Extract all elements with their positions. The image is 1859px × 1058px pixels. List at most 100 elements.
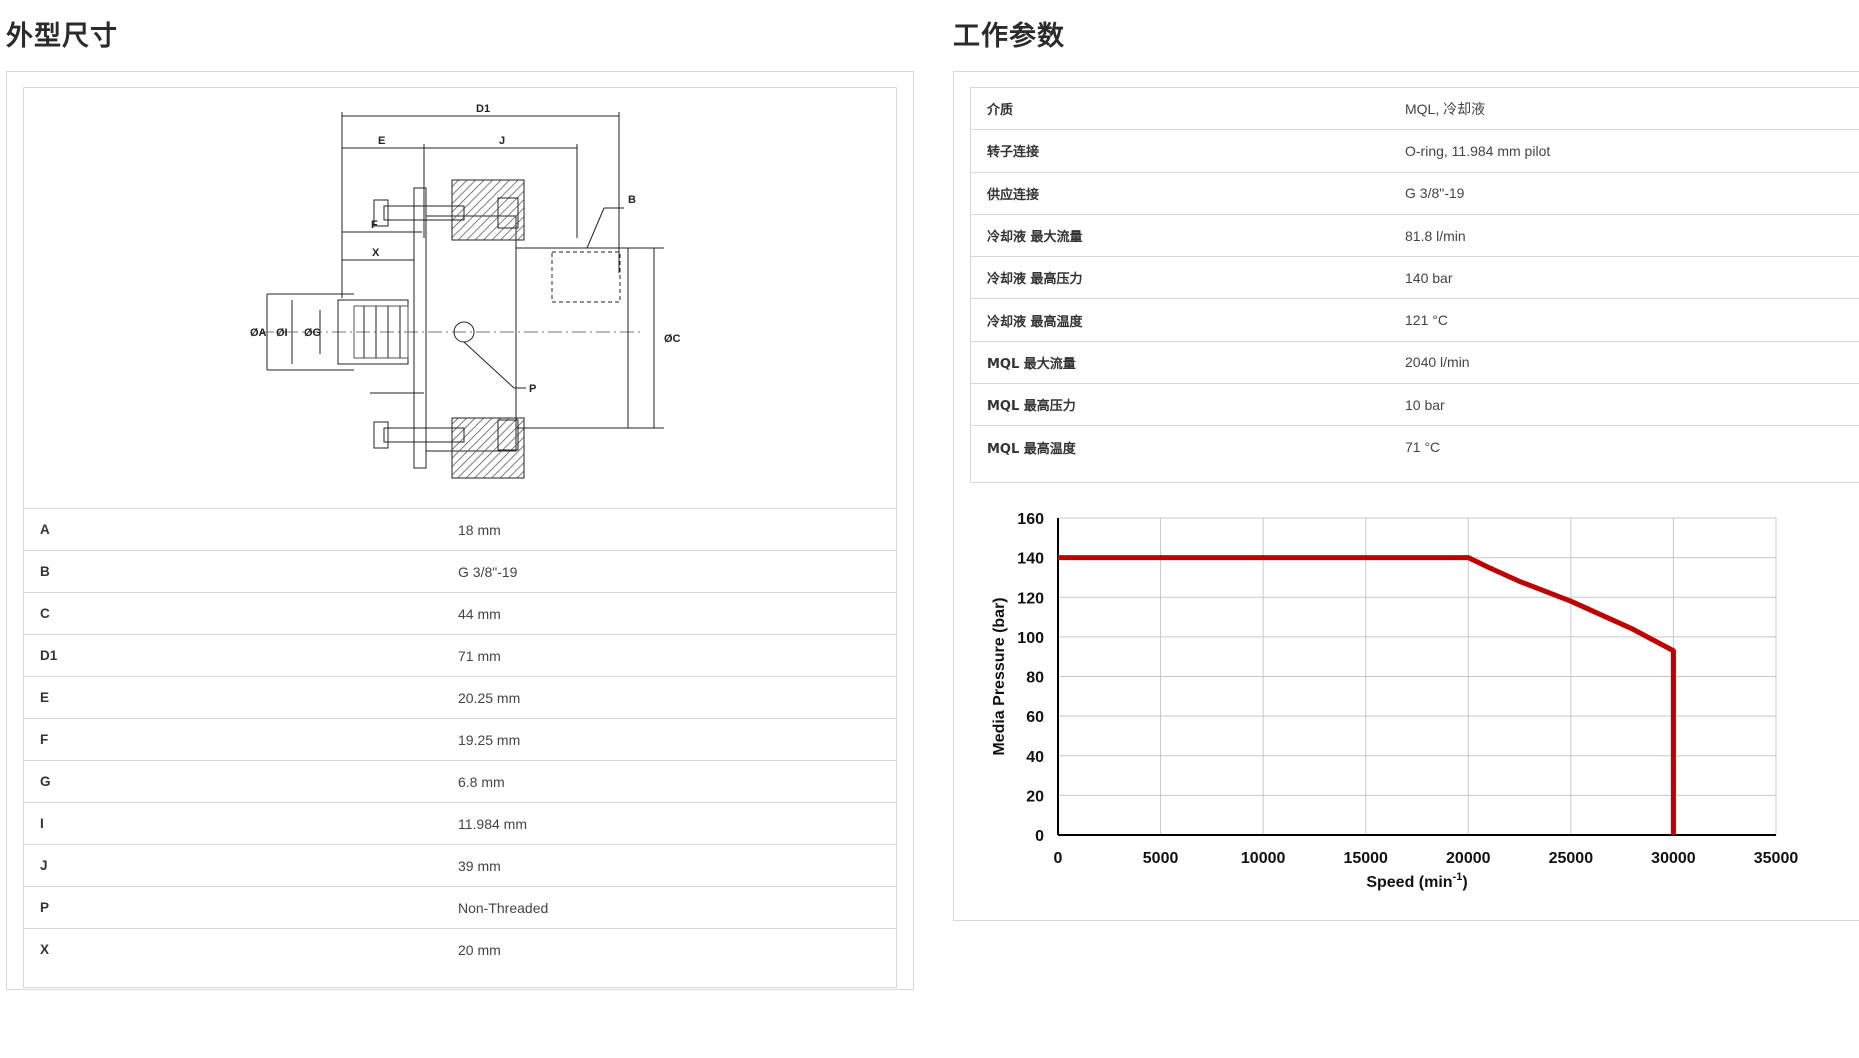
label-e: E	[378, 135, 385, 147]
x-tick-label: 35000	[1754, 850, 1799, 867]
y-tick-label: 80	[1026, 670, 1044, 687]
dimension-row-key: I	[24, 802, 458, 845]
x-tick-label: 15000	[1343, 850, 1388, 867]
label-og: ØG	[304, 327, 321, 339]
param-row-key: 冷却液 最高压力	[971, 256, 1405, 299]
y-tick-label: 40	[1026, 749, 1044, 766]
label-x: X	[372, 247, 380, 259]
y-tick-label: 160	[1017, 511, 1044, 528]
param-row-key: 供应连接	[971, 171, 1405, 215]
y-tick-label: 20	[1026, 788, 1044, 805]
x-tick-label: 30000	[1651, 850, 1696, 867]
technical-drawing: D1 E J B F X ØA ØI ØG ØC P	[24, 88, 896, 508]
dimension-row-value: 44 mm	[458, 592, 896, 635]
dimension-row-key: X	[24, 928, 458, 971]
dimension-row-value: 20.25 mm	[458, 676, 896, 719]
label-f: F	[371, 219, 378, 231]
y-tick-label: 140	[1017, 551, 1044, 568]
y-tick-label: 120	[1017, 590, 1044, 607]
dimension-row-key: J	[24, 844, 458, 887]
dimension-row-value: 6.8 mm	[458, 760, 896, 803]
x-axis-label: Speed (min-1)	[1366, 871, 1467, 891]
y-tick-label: 100	[1017, 630, 1044, 647]
param-row-value: 2040 l/min	[1405, 340, 1859, 384]
label-oa: ØA	[250, 327, 267, 339]
label-oc: ØC	[664, 333, 681, 345]
param-row-value: G 3/8"-19	[1405, 171, 1859, 215]
label-d1: D1	[476, 103, 490, 115]
param-row-key: MQL 最高温度	[971, 425, 1405, 469]
label-p: P	[529, 383, 536, 395]
param-row-value: 81.8 l/min	[1405, 213, 1859, 257]
dimension-row-value: 19.25 mm	[458, 718, 896, 761]
x-tick-label: 20000	[1446, 850, 1491, 867]
dimension-row-key: D1	[24, 634, 458, 677]
dimension-row-key: B	[24, 550, 458, 593]
dimension-row-key: A	[24, 508, 458, 551]
label-j: J	[499, 135, 505, 147]
param-row-key: 冷却液 最高温度	[971, 298, 1405, 342]
dimension-row-value: 71 mm	[458, 634, 896, 677]
dimension-row-value: 18 mm	[458, 508, 896, 551]
dimension-row-value: 39 mm	[458, 844, 896, 887]
param-row-value: 71 °C	[1405, 425, 1859, 469]
y-axis-label: Media Pressure (bar)	[991, 597, 1008, 755]
x-tick-label: 25000	[1549, 850, 1594, 867]
label-oi: ØI	[276, 327, 288, 339]
y-tick-label: 60	[1026, 709, 1044, 726]
series-line	[1058, 555, 1676, 835]
dimension-row-value: 11.984 mm	[458, 802, 896, 845]
dimension-row-value: G 3/8"-19	[458, 550, 896, 593]
dimension-row-value: 20 mm	[458, 928, 896, 971]
drawing-svg: D1 E J B F X ØA ØI ØG ØC P	[250, 103, 681, 479]
dimension-row-key: P	[24, 886, 458, 929]
dimension-row-key: G	[24, 760, 458, 803]
param-row-value: O-ring, 11.984 mm pilot	[1405, 129, 1859, 173]
y-tick-label: 0	[1035, 828, 1044, 845]
param-row-key: MQL 最大流量	[971, 340, 1405, 384]
param-row-value: 10 bar	[1405, 383, 1859, 426]
dimensions-title: 外型尺寸	[6, 21, 118, 52]
params-title: 工作参数	[953, 21, 1065, 52]
x-tick-label: 0	[1054, 850, 1063, 867]
param-row-key: MQL 最高压力	[971, 383, 1405, 426]
x-tick-label: 10000	[1241, 850, 1286, 867]
param-row-key: 介质	[971, 86, 1405, 130]
param-row-key: 转子连接	[971, 129, 1405, 173]
dimension-row-key: F	[24, 718, 458, 761]
param-row-key: 冷却液 最大流量	[971, 213, 1405, 257]
param-row-value: 121 °C	[1405, 298, 1859, 342]
label-b: B	[628, 194, 636, 206]
dimension-row-key: E	[24, 676, 458, 719]
param-row-value: 140 bar	[1405, 256, 1859, 299]
param-row-value: MQL, 冷却液	[1405, 86, 1859, 130]
